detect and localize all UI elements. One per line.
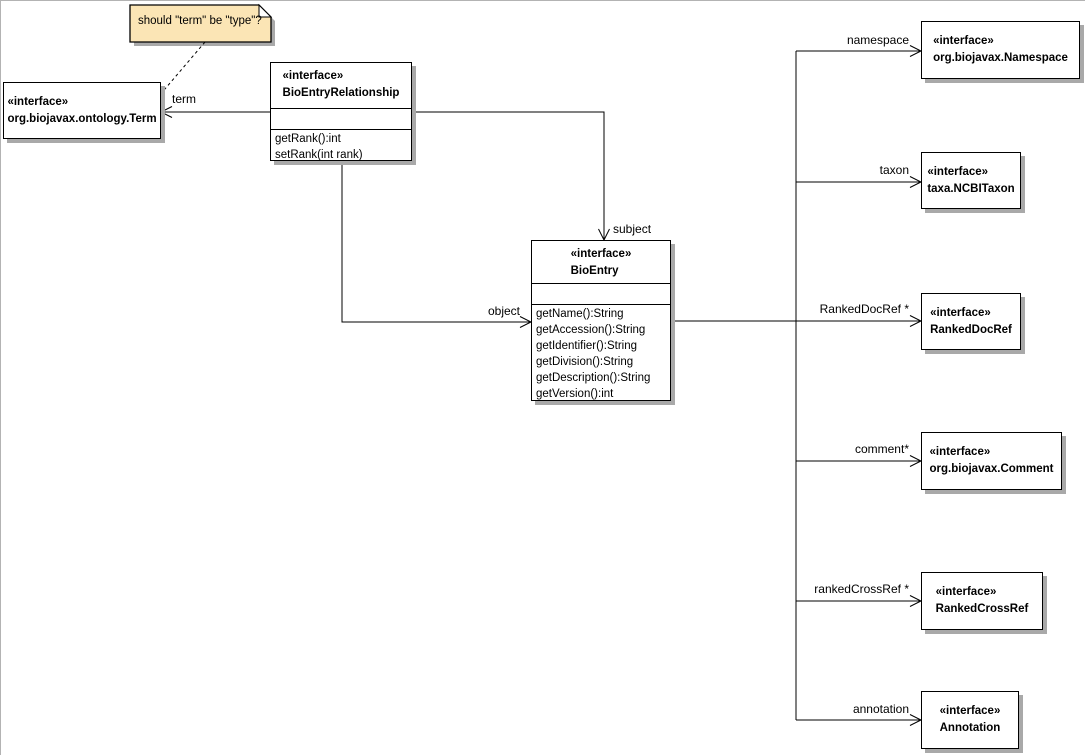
- edge-object-line[interactable]: [341, 161, 531, 323]
- stereotype-label: «interface»: [929, 446, 991, 458]
- method-label: setRank(int rank): [275, 149, 363, 161]
- class-box-comment[interactable]: «interface» org.biojavax.Comment: [921, 432, 1062, 490]
- stereotype-label: «interface»: [933, 35, 994, 47]
- method-label: getIdentifier():String: [536, 340, 637, 352]
- stereotype-label: «interface»: [282, 70, 344, 82]
- class-name-label: org.biojavax.Namespace: [933, 52, 1068, 64]
- class-box-rankedcrossref[interactable]: «interface» RankedCrossRef: [921, 572, 1043, 630]
- stereotype-label: «interface»: [7, 95, 69, 108]
- class-name-label: taxa.NCBITaxon: [927, 182, 1015, 195]
- class-box-annotation[interactable]: «interface» Annotation: [921, 691, 1019, 749]
- edge-label-rankeddocref[interactable]: RankedDocRef *: [819, 302, 909, 316]
- class-box-bioentry[interactable]: «interface» BioEntry getName():String ge…: [531, 240, 671, 401]
- class-name-label: org.biojavax.Comment: [929, 463, 1054, 475]
- class-box-rankeddocref[interactable]: «interface» RankedDocRef: [921, 293, 1021, 350]
- note-dog-ear-icon: [258, 3, 273, 18]
- edge-subject-line[interactable]: [412, 111, 605, 240]
- class-box-namespace[interactable]: «interface» org.biojavax.Namespace: [921, 21, 1080, 79]
- stereotype-label: «interface»: [930, 306, 991, 319]
- stereotype-label: «interface»: [935, 586, 997, 598]
- edge-label-comment[interactable]: comment*: [854, 442, 909, 456]
- class-box-ncbitaxon[interactable]: «interface» taxa.NCBITaxon: [921, 152, 1021, 209]
- methods-compartment: getName():String getAccession():String g…: [532, 305, 670, 402]
- note-text: should "term" be "type"?: [138, 15, 262, 27]
- class-box-term[interactable]: «interface» org.biojavax.ontology.Term: [3, 82, 161, 139]
- method-label: getVersion():int: [536, 388, 614, 400]
- stereotype-label: «interface»: [939, 705, 1001, 717]
- edge-label-rankedcrossref[interactable]: rankedCrossRef *: [814, 582, 909, 596]
- class-name-label: Annotation: [939, 722, 1001, 734]
- note-shape[interactable]: [129, 4, 272, 43]
- edge-label-annotation[interactable]: annotation: [852, 702, 909, 716]
- stereotype-label: «interface»: [927, 165, 989, 178]
- note-connector-dashed-line[interactable]: [152, 41, 206, 104]
- attributes-compartment: [271, 109, 411, 130]
- method-label: getName():String: [536, 308, 624, 320]
- class-box-bioentryrelationship[interactable]: «interface» BioEntryRelationship getRank…: [270, 62, 412, 161]
- stereotype-label: «interface»: [570, 248, 632, 260]
- method-label: getDescription():String: [536, 372, 651, 384]
- method-label: getRank():int: [275, 133, 341, 145]
- class-name-label: BioEntry: [570, 265, 619, 277]
- attributes-compartment: [532, 284, 670, 305]
- edge-term-arrowhead-icon: [159, 106, 173, 118]
- class-name-label: RankedDocRef: [930, 323, 1012, 336]
- class-name-label: BioEntryRelationship: [282, 87, 400, 99]
- edge-label-subject[interactable]: subject: [613, 222, 652, 236]
- method-label: getDivision():String: [536, 356, 634, 368]
- methods-compartment: getRank():int setRank(int rank): [271, 130, 411, 163]
- edge-label-taxon[interactable]: taxon: [879, 163, 909, 177]
- class-name-label: RankedCrossRef: [935, 603, 1029, 615]
- edge-label-namespace[interactable]: namespace: [846, 33, 909, 47]
- edge-label-term[interactable]: term: [172, 92, 196, 106]
- edge-label-object[interactable]: object: [487, 304, 520, 318]
- class-name-label: org.biojavax.ontology.Term: [7, 112, 157, 125]
- method-label: getAccession():String: [536, 324, 646, 336]
